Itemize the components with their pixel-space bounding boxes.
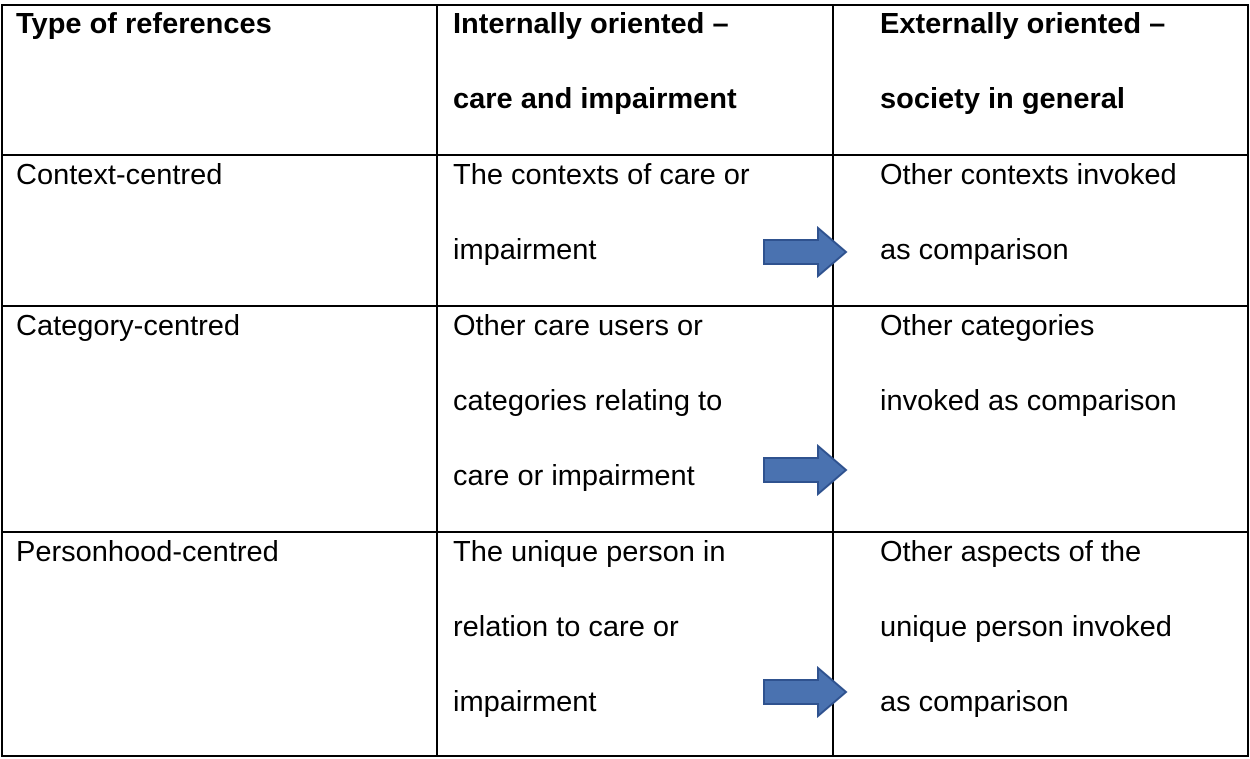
right-arrow-icon — [763, 666, 848, 718]
header-external-subtitle: – society in general — [880, 8, 1166, 115]
table-divider-3 — [1, 531, 1249, 533]
row-context-internal: The contexts of care or impairment — [453, 159, 750, 266]
right-arrow-icon — [763, 226, 848, 278]
column-divider-1 — [436, 4, 438, 757]
column-divider-2 — [832, 4, 834, 757]
header-internal-subtitle: – care and impairment — [453, 8, 737, 115]
row-context-external: Other contexts invoked as comparison — [880, 159, 1177, 266]
row-category-internal: Other care users or categories relating … — [453, 310, 723, 492]
header-internally-oriented: Internally oriented – care and impairmen… — [453, 0, 828, 137]
table-border-right — [1247, 4, 1249, 757]
row-personhood-type: Personhood-centred — [16, 536, 279, 568]
table-border-top — [1, 4, 1249, 6]
header-type-of-references: Type of references — [16, 8, 272, 40]
table-divider-1 — [1, 154, 1249, 156]
right-arrow-icon — [763, 444, 848, 496]
table-border-left — [1, 4, 3, 757]
row-personhood-internal: The unique person in relation to care or… — [453, 536, 726, 718]
header-internal-title: Internally oriented — [453, 8, 705, 40]
row-personhood-external: Other aspects of the unique person invok… — [880, 536, 1172, 718]
row-category-external: Other categories invoked as comparison — [880, 310, 1177, 417]
table-border-bottom — [1, 755, 1249, 757]
table-divider-2 — [1, 305, 1249, 307]
row-category-type: Category-centred — [16, 310, 241, 342]
header-external-title: Externally oriented — [880, 8, 1142, 40]
header-externally-oriented: Externally oriented – society in general — [880, 0, 1245, 137]
row-context-type: Context-centred — [16, 159, 223, 191]
